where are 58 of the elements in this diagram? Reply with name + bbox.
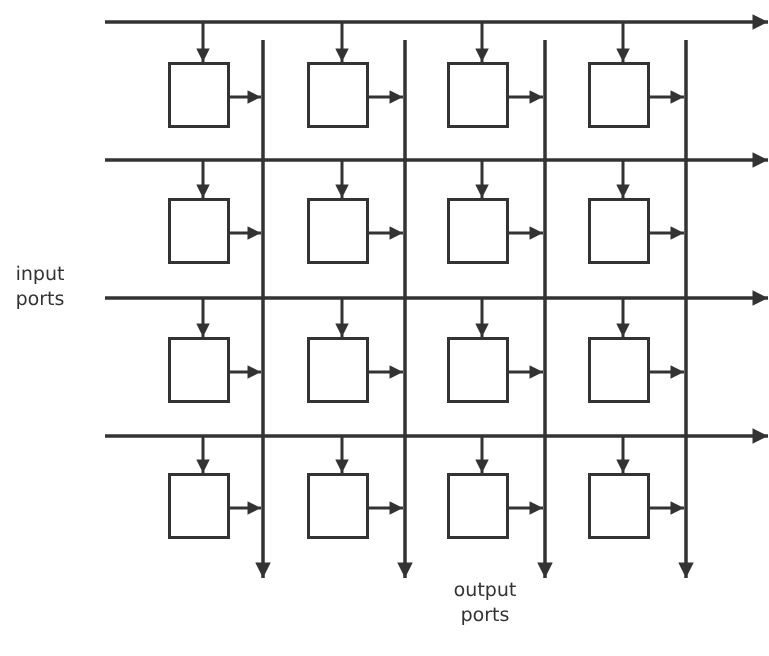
arrow — [230, 226, 261, 240]
crosspoint-box — [307, 62, 369, 128]
arrow — [616, 22, 630, 62]
port-label: input ports — [14, 262, 66, 312]
crosspoint-box — [447, 337, 509, 403]
arrow — [335, 22, 349, 62]
arrow — [650, 90, 684, 104]
crosspoint-box — [447, 198, 509, 264]
bus-line-arrow — [105, 428, 768, 444]
arrow — [475, 436, 489, 473]
arrow — [196, 298, 210, 337]
arrow — [616, 436, 630, 473]
arrow — [509, 90, 543, 104]
arrow — [616, 298, 630, 337]
crosspoint-box — [588, 473, 650, 539]
arrow — [650, 226, 684, 240]
arrow — [230, 90, 261, 104]
bus-line-arrow — [678, 40, 694, 578]
crosspoint-box — [588, 62, 650, 128]
bus-line-arrow — [537, 40, 553, 578]
arrow — [196, 436, 210, 473]
crosspoint-box — [168, 62, 230, 128]
arrow — [650, 365, 684, 379]
arrow — [335, 298, 349, 337]
crosspoint-box — [307, 198, 369, 264]
arrow — [369, 501, 403, 515]
arrow — [369, 226, 403, 240]
crosspoint-box — [447, 62, 509, 128]
arrow — [509, 226, 543, 240]
arrow — [509, 501, 543, 515]
arrow — [509, 365, 543, 379]
bus-line-arrow — [105, 152, 768, 168]
arrow — [475, 22, 489, 62]
arrow — [475, 298, 489, 337]
bus-line-arrow — [105, 14, 768, 30]
arrow — [335, 160, 349, 198]
arrow — [230, 365, 261, 379]
arrow — [196, 160, 210, 198]
crosspoint-box — [307, 337, 369, 403]
crosspoint-box — [168, 473, 230, 539]
crosspoint-box — [588, 337, 650, 403]
bus-line-arrow — [255, 40, 271, 578]
arrow — [369, 365, 403, 379]
crosspoint-box — [168, 337, 230, 403]
crosspoint-box — [447, 473, 509, 539]
arrow — [650, 501, 684, 515]
arrow — [230, 501, 261, 515]
crosspoint-box — [588, 198, 650, 264]
arrow — [616, 160, 630, 198]
arrow — [475, 160, 489, 198]
port-label: output ports — [452, 578, 518, 628]
bus-line-arrow — [105, 290, 768, 306]
bus-line-arrow — [397, 40, 413, 578]
arrow — [196, 22, 210, 62]
arrow — [369, 90, 403, 104]
crosspoint-box — [168, 198, 230, 264]
arrow — [335, 436, 349, 473]
crosspoint-box — [307, 473, 369, 539]
